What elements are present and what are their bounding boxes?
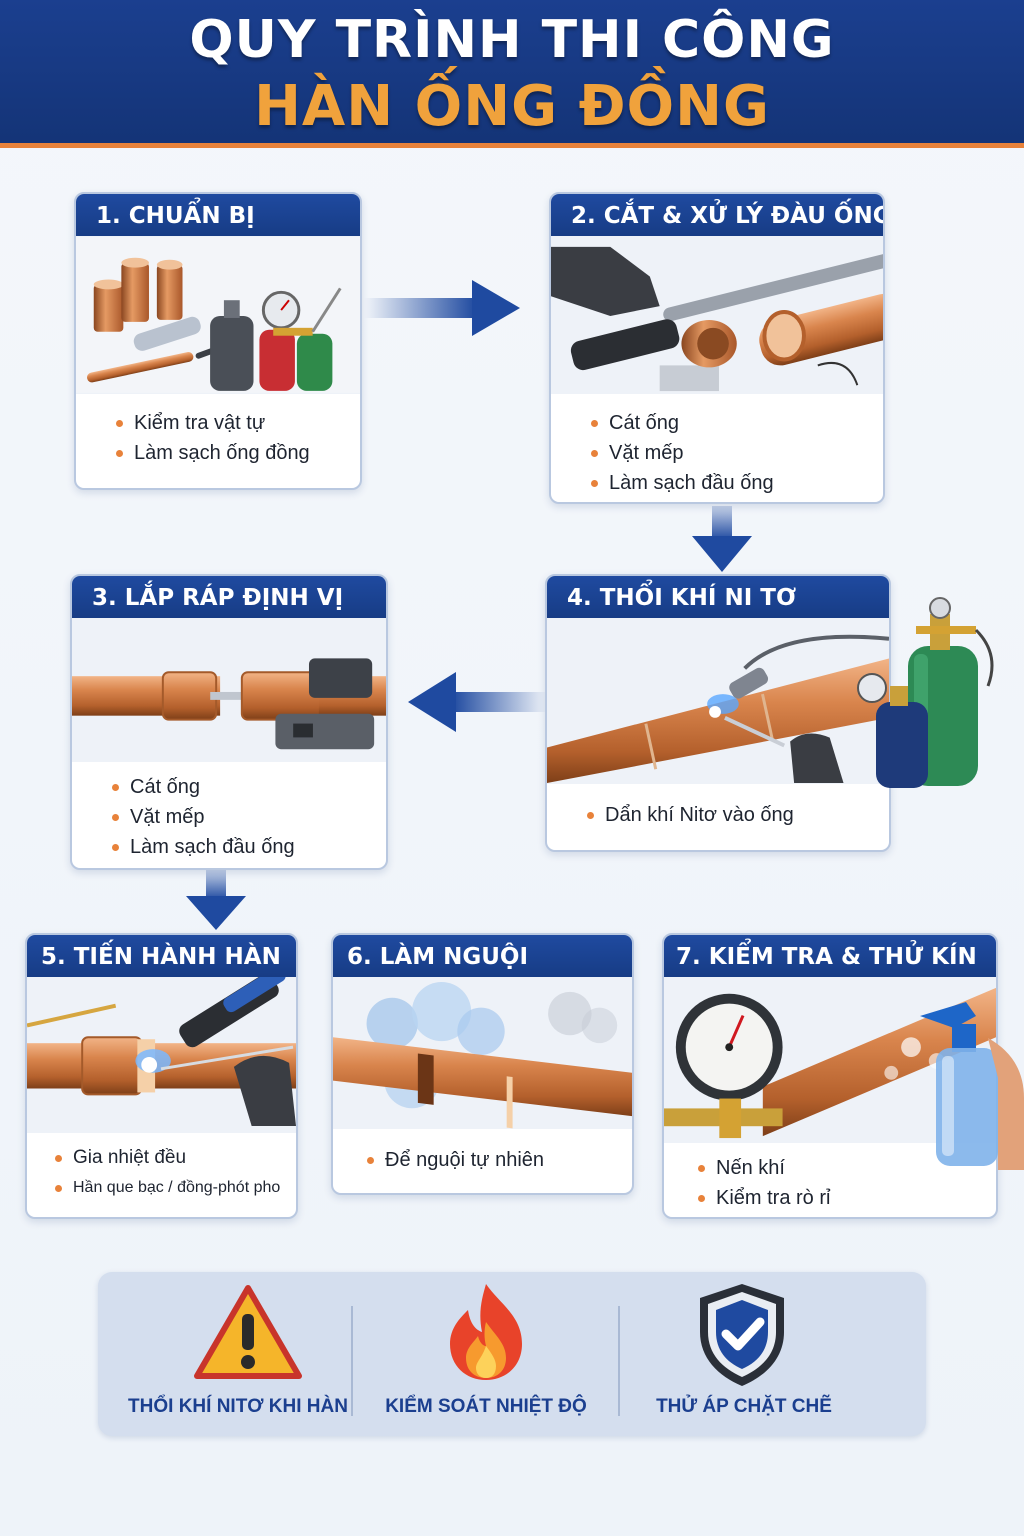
step-5-bullets: Gia nhiệt đều Hần que bạc / đồng-phót ph… <box>55 1143 288 1203</box>
list-item: Làm sạch đầu ống <box>591 468 875 498</box>
list-item: Kiểm tra vật tự <box>116 408 352 438</box>
step-3-title: 3. LẮP RÁP ĐỊNH VỊ <box>72 576 386 618</box>
list-item: Nến khí <box>698 1153 988 1183</box>
header-banner: QUY TRÌNH THI CÔNG HÀN ỐNG ĐỒNG <box>0 0 1024 148</box>
step-2-illustration <box>551 236 883 394</box>
safety-footer: THỔI KHÍ NITƠ KHI HÀN KIỂM SOÁT NHIỆT ĐỘ… <box>98 1272 926 1436</box>
divider <box>351 1306 353 1416</box>
step-4-title: 4. THỔI KHÍ NI TƠ <box>547 576 889 618</box>
arrow-down-icon <box>186 870 246 930</box>
footer-item-nitrogen: THỔI KHÍ NITƠ KHI HÀN <box>118 1272 358 1436</box>
list-item: Kiểm tra rò rỉ <box>698 1183 988 1213</box>
footer-label: THỬ ÁP CHẶT CHẼ <box>656 1396 832 1417</box>
step-6-illustration <box>333 977 632 1129</box>
list-item: Dẩn khí Nitơ vào ống <box>587 800 881 830</box>
flame-icon <box>450 1284 522 1380</box>
list-item: Làm sạch ống đồng <box>116 438 352 468</box>
page-title: QUY TRÌNH THI CÔNG <box>189 10 835 70</box>
step-4-bullets: Dẩn khí Nitơ vào ống <box>587 800 881 830</box>
list-item: Vặt mếp <box>591 438 875 468</box>
gas-cylinder-icon <box>857 597 994 788</box>
step-1-card: 1. CHUẨN BỊ Kiểm tra vật tự Làm sạch ống… <box>74 192 362 490</box>
step-6-title: 6. LÀM NGUỘI <box>333 935 632 977</box>
page-subtitle: HÀN ỐNG ĐỒNG <box>254 74 770 139</box>
step-7-title: 7. KIỂM TRA & THỬ KÍN <box>664 935 996 977</box>
step-1-bullets: Kiểm tra vật tự Làm sạch ống đồng <box>116 408 352 468</box>
step-6-bullets: Để nguội tự nhiên <box>367 1145 624 1175</box>
warning-icon <box>194 1285 302 1379</box>
step-1-title: 1. CHUẨN BỊ <box>76 194 360 236</box>
list-item: Cát ống <box>112 772 378 802</box>
step-7-bullets: Nến khí Kiểm tra rò rỉ <box>698 1153 988 1213</box>
pipe-assembly-icon <box>72 618 386 762</box>
arrow-down-icon <box>692 506 752 572</box>
step-5-illustration <box>27 977 296 1133</box>
step-4-illustration <box>547 618 889 784</box>
step-6-card: 6. LÀM NGUỘI Để nguội tự nhiên <box>331 933 634 1195</box>
step-2-bullets: Cát ống Vặt mếp Làm sạch đầu ống <box>591 408 875 498</box>
step-3-illustration <box>72 618 386 762</box>
step-4-card: 4. THỔI KHÍ NI TƠ Dẩn khí Nitơ vào ống <box>545 574 891 852</box>
welding-torch-icon <box>27 977 296 1132</box>
footer-label: KIỂM SOÁT NHIỆT ĐỘ <box>385 1396 587 1417</box>
step-5-card: 5. TIẾN HÀNH HÀN Gia nhiệt đều Hần que b… <box>25 933 298 1219</box>
pipe-cutter-icon <box>551 236 883 394</box>
list-item: Hần que bạc / đồng-phót pho <box>55 1173 288 1203</box>
step-3-bullets: Cát ống Vặt mếp Làm sạch đầu ống <box>112 772 378 862</box>
list-item: Cát ống <box>591 408 875 438</box>
footer-item-pressure-test: THỬ ÁP CHẶT CHẼ <box>624 1272 864 1436</box>
materials-icon <box>76 237 360 393</box>
footer-label: THỔI KHÍ NITƠ KHI HÀN <box>128 1396 348 1417</box>
spray-bottle-icon <box>920 1002 1024 1170</box>
cooling-icon <box>333 978 632 1129</box>
shield-check-icon <box>700 1284 784 1386</box>
step-1-illustration <box>76 236 360 394</box>
arrow-left-icon <box>408 672 548 732</box>
divider <box>618 1306 620 1416</box>
step-2-card: 2. CẮT & XỬ LÝ ĐÀU ỐNG Cát ống Vặt mếp L… <box>549 192 885 504</box>
arrow-right-icon <box>364 280 520 336</box>
nitrogen-purge-icon <box>547 618 889 784</box>
footer-item-temperature: KIỂM SOÁT NHIỆT ĐỘ <box>368 1272 604 1436</box>
list-item: Làm sạch đầu ống <box>112 832 378 862</box>
step-2-title: 2. CẮT & XỬ LÝ ĐÀU ỐNG <box>551 194 883 236</box>
step-3-card: 3. LẮP RÁP ĐỊNH VỊ Cát ống Vặt mếp Làm s… <box>70 574 388 870</box>
list-item: Để nguội tự nhiên <box>367 1145 624 1175</box>
list-item: Gia nhiệt đều <box>55 1143 288 1173</box>
list-item: Vặt mếp <box>112 802 378 832</box>
step-5-title: 5. TIẾN HÀNH HÀN <box>27 935 296 977</box>
